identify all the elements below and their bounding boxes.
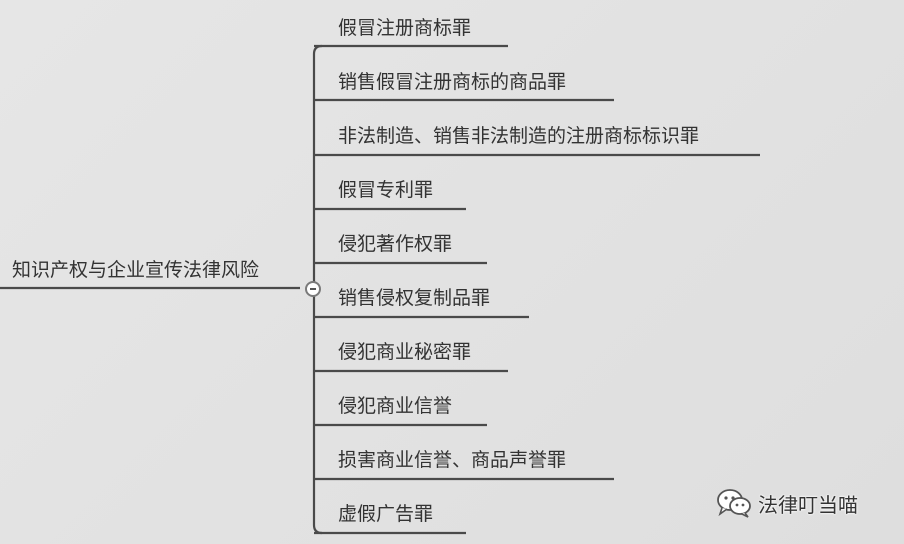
watermark-text: 法律叮当喵 (758, 492, 858, 517)
child-node[interactable]: 损害商业信誉、商品声誉罪 (338, 449, 567, 471)
child-node[interactable]: 假冒注册商标罪 (338, 17, 472, 39)
child-node[interactable]: 非法制造、销售非法制造的注册商标标识罪 (338, 125, 700, 147)
minus-circle-icon (310, 288, 316, 290)
collapse-toggle-button[interactable] (305, 281, 321, 297)
child-node[interactable]: 销售假冒注册商标的商品罪 (338, 71, 567, 93)
child-node[interactable]: 虚假广告罪 (338, 503, 434, 525)
root-node[interactable]: 知识产权与企业宣传法律风险 (12, 259, 260, 281)
child-node[interactable]: 假冒专利罪 (338, 179, 434, 201)
wechat-icon (716, 488, 752, 518)
child-node[interactable]: 侵犯商业信誉 (338, 395, 453, 417)
child-node[interactable]: 销售侵权复制品罪 (338, 287, 491, 309)
watermark: 法律叮当喵 (716, 486, 858, 520)
child-node[interactable]: 侵犯商业秘密罪 (338, 341, 472, 363)
child-node[interactable]: 侵犯著作权罪 (338, 233, 453, 255)
